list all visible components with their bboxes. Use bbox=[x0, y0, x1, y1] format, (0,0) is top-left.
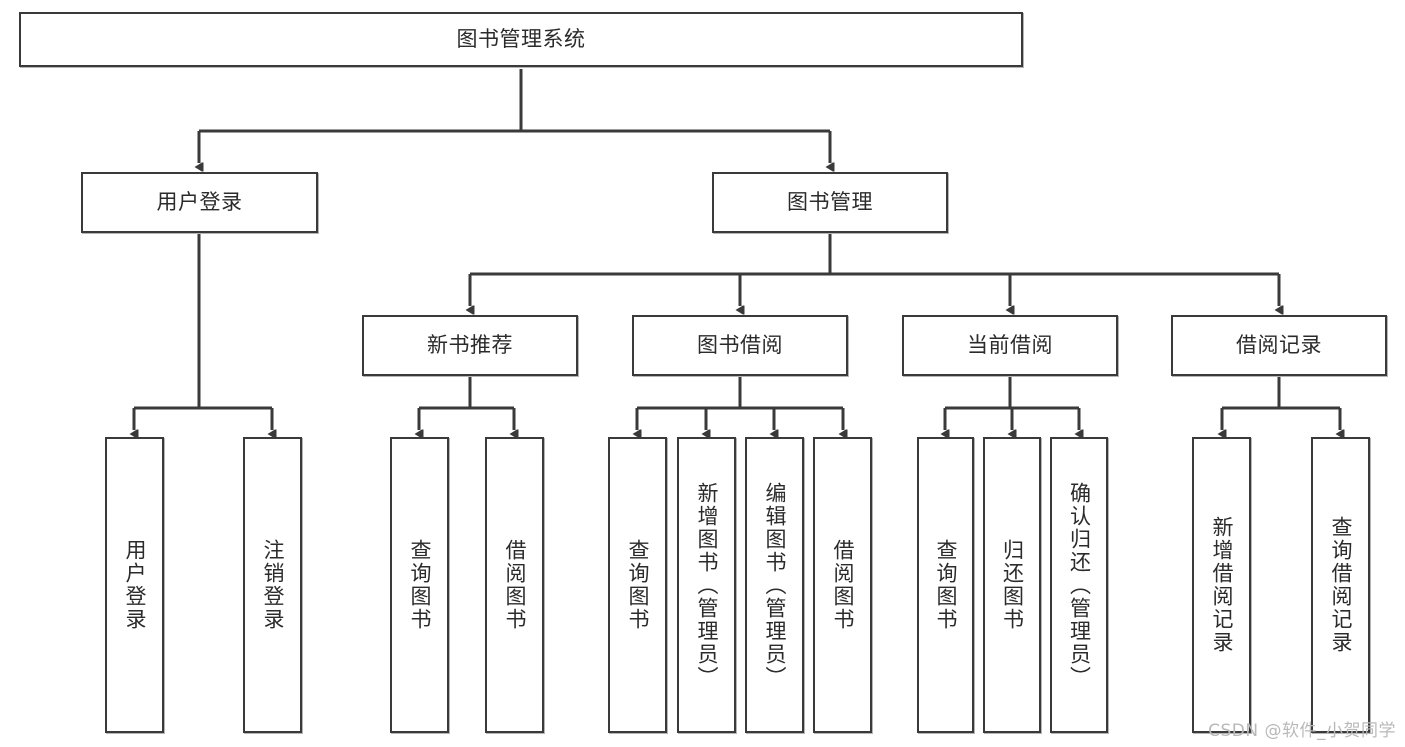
leaf-logout[interactable]: 注销登录 bbox=[243, 437, 302, 733]
node-label: 图书借阅 bbox=[697, 332, 783, 357]
node-label: 查询图书 bbox=[408, 539, 433, 631]
node-new-book-recommend[interactable]: 新书推荐 bbox=[362, 315, 578, 376]
leaf-return-book[interactable]: 归还图书 bbox=[983, 437, 1041, 733]
leaf-borrow-book[interactable]: 借阅图书 bbox=[813, 437, 872, 733]
leaf-borrow-book-recommend[interactable]: 借阅图书 bbox=[485, 437, 544, 733]
leaf-query-book-current[interactable]: 查询图书 bbox=[917, 437, 974, 733]
leaf-query-book-borrow[interactable]: 查询图书 bbox=[608, 437, 667, 733]
node-label: 归还图书 bbox=[1000, 539, 1025, 631]
node-user-login[interactable]: 用户登录 bbox=[81, 172, 318, 233]
node-label: 新增借阅记录 bbox=[1210, 516, 1235, 654]
node-label: 借阅图书 bbox=[831, 539, 856, 631]
node-label: 当前借阅 bbox=[967, 332, 1053, 357]
node-label: 编辑图书（管理员） bbox=[763, 481, 788, 689]
node-label: 新书推荐 bbox=[427, 332, 513, 357]
node-label: 用户登录 bbox=[156, 189, 243, 214]
node-label: 图书管理系统 bbox=[456, 26, 586, 51]
node-label: 确认归还（管理员） bbox=[1067, 481, 1092, 689]
node-label: 借阅记录 bbox=[1236, 332, 1322, 357]
node-label: 用户登录 bbox=[123, 539, 148, 631]
node-label: 注销登录 bbox=[261, 539, 286, 631]
node-book-borrow[interactable]: 图书借阅 bbox=[632, 315, 848, 376]
node-book-management[interactable]: 图书管理 bbox=[712, 172, 948, 233]
csdn-watermark: CSDN @软件_小贺同学 bbox=[1208, 721, 1396, 741]
node-label: 借阅图书 bbox=[503, 539, 528, 631]
node-label: 图书管理 bbox=[787, 189, 873, 214]
leaf-add-borrow-record[interactable]: 新增借阅记录 bbox=[1192, 437, 1251, 733]
node-root-system[interactable]: 图书管理系统 bbox=[19, 12, 1023, 67]
node-label: 查询图书 bbox=[934, 539, 959, 631]
leaf-edit-book-admin[interactable]: 编辑图书（管理员） bbox=[745, 437, 804, 733]
node-label: 查询借阅记录 bbox=[1329, 516, 1354, 654]
node-label: 新增图书（管理员） bbox=[695, 481, 720, 689]
leaf-confirm-return-admin[interactable]: 确认归还（管理员） bbox=[1050, 437, 1108, 733]
node-borrow-record[interactable]: 借阅记录 bbox=[1171, 315, 1387, 376]
node-label: 查询图书 bbox=[626, 539, 651, 631]
leaf-user-login[interactable]: 用户登录 bbox=[105, 437, 164, 733]
node-current-borrow[interactable]: 当前借阅 bbox=[902, 315, 1118, 376]
leaf-add-book-admin[interactable]: 新增图书（管理员） bbox=[677, 437, 736, 733]
leaf-query-borrow-record[interactable]: 查询借阅记录 bbox=[1311, 437, 1370, 733]
leaf-query-book-recommend[interactable]: 查询图书 bbox=[390, 437, 449, 733]
